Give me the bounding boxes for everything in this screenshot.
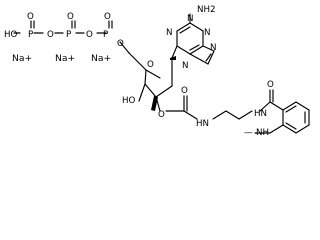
mant-atp-structure-diagram: NH2 N N N N N O O O P P P HO O O O O HO …	[4, 5, 310, 136]
phosphate-oxygen-top-1: O	[104, 12, 111, 22]
ribose-and-triphosphate	[13, 20, 178, 112]
carbamate-and-anthraniloyl-group	[165, 89, 310, 134]
purine-n-right: N	[204, 28, 211, 38]
phosphate-p-2: P	[66, 30, 71, 40]
n-methyl-nh: NH	[256, 128, 269, 136]
sodium-ion-2: Na+	[55, 53, 75, 64]
carbamate-o: O	[158, 110, 165, 120]
purine-n-left: N	[166, 28, 173, 38]
ring-oxygen: O	[147, 60, 154, 70]
phosphate-oxygen-top-2: O	[67, 12, 74, 22]
carbamate-nh: HN	[196, 119, 209, 129]
phosphate-p-3: P	[28, 30, 33, 40]
amine-label: NH2	[197, 5, 216, 15]
adenine-ring	[176, 13, 215, 65]
atom-labels: NH2 N N N N N O O O P P P HO O O O O HO …	[4, 5, 274, 136]
phosphate-oxygen-top-3: O	[27, 12, 34, 22]
phosphate-bridge-o-1: O	[86, 30, 93, 40]
amide-nh: HN	[254, 109, 267, 119]
phosphate-bridge-o-3: O	[117, 39, 124, 49]
purine-n-top: N	[187, 14, 194, 24]
amide-carbonyl-o: O	[267, 80, 274, 90]
sodium-ion-3: Na+	[91, 53, 111, 64]
imidazole-n-top: N	[210, 43, 217, 53]
phosphate-p-1: P	[103, 30, 108, 40]
n-methyl-prefix: —	[244, 128, 253, 136]
chemical-structure-canvas: NH2 N N N N N O O O P P P HO O O O O HO …	[4, 5, 310, 136]
glycosidic-n: N	[182, 61, 189, 71]
sodium-counterions: Na+ Na+ Na+	[12, 53, 111, 64]
phosphate-bridge-o-2: O	[47, 30, 54, 40]
hydroxyl-label: HO	[122, 96, 136, 106]
ho-label: HO	[4, 30, 18, 40]
carbamate-carbonyl-o: O	[181, 86, 188, 96]
sodium-ion-1: Na+	[12, 53, 32, 64]
